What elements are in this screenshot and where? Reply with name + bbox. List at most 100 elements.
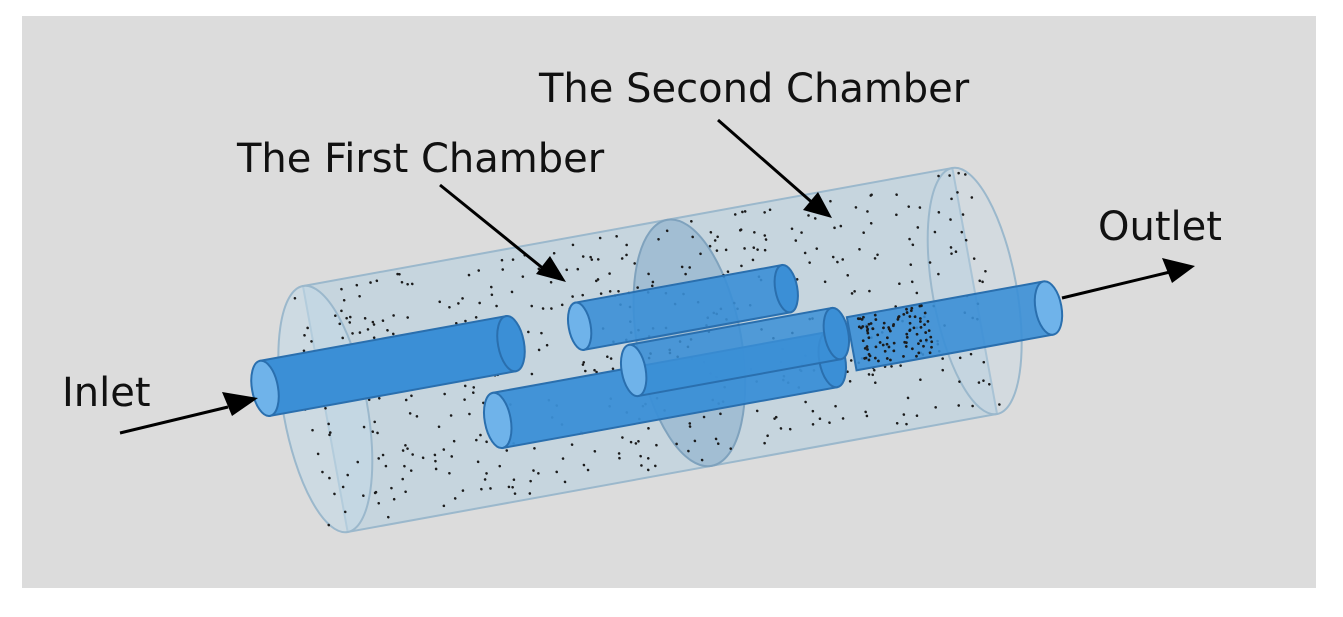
perforation-dot xyxy=(324,406,327,410)
pipe-perforation-dot xyxy=(908,321,912,325)
perforation-dot xyxy=(598,236,602,240)
perforation-dot xyxy=(340,287,343,291)
perforation-dot xyxy=(355,283,359,287)
perforation-dot xyxy=(898,282,901,286)
perforation-dot xyxy=(869,222,873,225)
perforation-dot xyxy=(684,272,687,276)
perforation-dot xyxy=(818,417,822,421)
perforation-dot xyxy=(609,357,613,360)
perforation-dot xyxy=(981,280,984,284)
perforation-dot xyxy=(977,381,981,384)
pipe-perforation-dot xyxy=(905,307,908,311)
perforation-dot xyxy=(872,368,876,372)
perforation-dot xyxy=(625,253,628,257)
perforation-dot xyxy=(582,361,586,364)
perforation-dot xyxy=(795,278,799,281)
perforation-dot xyxy=(715,249,719,252)
perforation-dot xyxy=(341,336,344,340)
pipe-perforation-dot xyxy=(892,341,896,345)
label-outlet: Outlet xyxy=(1098,204,1222,250)
perforation-dot xyxy=(510,290,514,294)
pipe-perforation-dot xyxy=(908,315,912,318)
perforation-dot xyxy=(654,464,657,468)
perforation-dot xyxy=(811,423,815,426)
perforation-dot xyxy=(329,431,332,434)
perforation-dot xyxy=(501,268,505,271)
pipe-perforation-dot xyxy=(889,358,892,362)
perforation-dot xyxy=(302,349,306,353)
perforation-dot xyxy=(871,373,875,377)
pipe-perforation-dot xyxy=(878,341,882,344)
pipe-perforation-dot xyxy=(856,317,860,321)
pipe-perforation-dot xyxy=(926,319,930,323)
perforation-dot xyxy=(593,449,597,453)
perforation-dot xyxy=(371,320,375,324)
perforation-dot xyxy=(381,453,385,457)
perforation-dot xyxy=(958,356,962,360)
perforation-dot xyxy=(790,227,794,231)
perforation-dot xyxy=(348,315,352,319)
perforation-dot xyxy=(372,336,376,340)
pipe-perforation-dot xyxy=(874,318,878,321)
perforation-dot xyxy=(541,307,545,310)
perforation-dot xyxy=(909,263,913,267)
perforation-dot xyxy=(401,449,405,452)
perforation-dot xyxy=(950,252,953,255)
perforation-dot xyxy=(377,396,381,400)
perforation-dot xyxy=(384,464,388,468)
perforation-dot xyxy=(687,449,690,453)
perforation-dot xyxy=(978,279,982,283)
perforation-dot xyxy=(651,280,655,284)
perforation-dot xyxy=(873,257,877,260)
pipe-perforation-dot xyxy=(919,339,923,343)
perforation-dot xyxy=(854,206,858,209)
perforation-dot xyxy=(708,244,712,248)
perforation-dot xyxy=(865,414,869,418)
pipe-perforation-dot xyxy=(859,326,863,330)
perforation-dot xyxy=(876,253,879,257)
pipe-perforation-dot xyxy=(874,345,878,349)
perforation-dot xyxy=(570,443,574,446)
perforation-dot xyxy=(971,404,974,408)
perforation-dot xyxy=(599,292,603,295)
perforation-dot xyxy=(552,251,556,255)
perforation-dot xyxy=(581,255,585,258)
perforation-dot xyxy=(647,427,650,430)
perforation-dot xyxy=(596,258,600,261)
pipe-perforation-dot xyxy=(883,349,887,353)
perforation-dot xyxy=(960,230,964,234)
perforation-dot xyxy=(690,220,693,223)
perforation-dot xyxy=(764,238,768,241)
perforation-dot xyxy=(377,501,381,505)
perforation-dot xyxy=(941,368,945,372)
perforation-dot xyxy=(853,290,856,293)
perforation-dot xyxy=(982,379,985,382)
perforation-dot xyxy=(741,210,744,214)
perforation-dot xyxy=(549,280,553,284)
perforation-dot xyxy=(356,460,360,464)
pipe-perforation-dot xyxy=(891,324,895,328)
pipe-perforation-dot xyxy=(905,311,909,314)
perforation-dot xyxy=(333,492,336,496)
perforation-dot xyxy=(862,231,865,235)
perforation-dot xyxy=(906,396,910,400)
perforation-dot xyxy=(483,478,487,481)
pipe-perforation-dot xyxy=(865,345,869,348)
perforation-dot xyxy=(398,272,401,276)
perforation-dot xyxy=(358,294,361,298)
perforation-dot xyxy=(606,355,609,359)
pipe-perforation-dot xyxy=(897,315,900,319)
perforation-dot xyxy=(987,382,991,386)
perforation-dot xyxy=(846,274,850,277)
perforation-dot xyxy=(890,365,893,368)
perforation-dot xyxy=(709,231,713,234)
perforation-dot xyxy=(540,331,543,335)
perforation-dot xyxy=(937,174,940,178)
outlet-arrow-head xyxy=(1162,258,1195,283)
perforation-dot xyxy=(618,456,621,460)
pipe-perforation-dot xyxy=(910,347,914,351)
second-chamber-arrow xyxy=(717,118,816,207)
perforation-dot xyxy=(498,464,502,468)
perforation-dot xyxy=(964,173,967,176)
perforation-dot xyxy=(310,340,313,343)
